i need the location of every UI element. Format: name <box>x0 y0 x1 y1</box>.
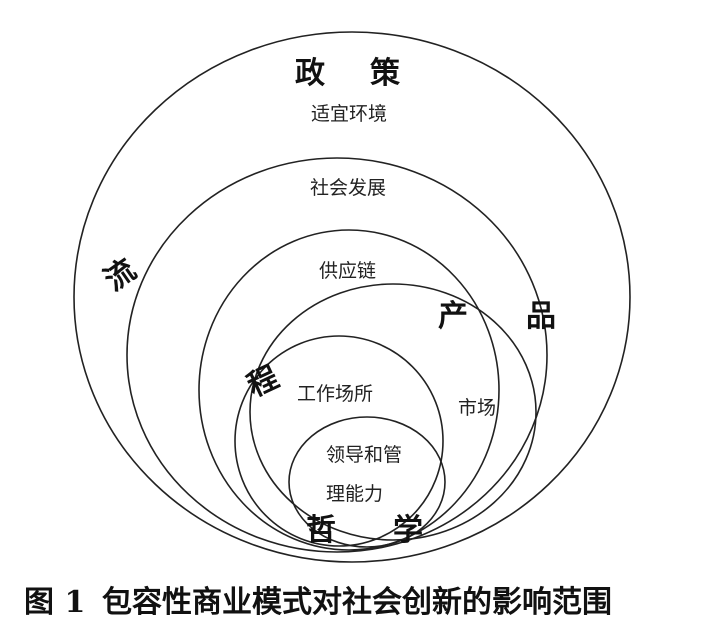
label-policy-b: 策 <box>370 56 400 91</box>
circle-workplace <box>234 335 444 547</box>
label-process-outer: 流 <box>98 252 143 298</box>
label-leadership-line1: 领导和管 <box>326 444 402 466</box>
circle-leadership <box>288 416 446 548</box>
label-suitable-environment: 适宜环境 <box>311 103 387 125</box>
figure-caption-number: 图 1 <box>24 585 85 620</box>
label-policy-a: 政 <box>295 56 325 91</box>
label-market: 市场 <box>458 397 496 419</box>
label-philosophy-b: 学 <box>393 513 423 548</box>
label-workplace: 工作场所 <box>297 383 373 405</box>
label-leadership-line2: 理能力 <box>326 483 383 505</box>
figure-caption-title: 包容性商业模式对社会创新的影响范围 <box>102 585 612 620</box>
circle-society <box>126 157 548 553</box>
label-social-development: 社会发展 <box>310 177 386 199</box>
label-supply-chain: 供应链 <box>319 260 376 282</box>
label-process-inner: 程 <box>242 360 284 404</box>
circle-supply-chain <box>198 229 500 551</box>
circle-market <box>249 283 537 541</box>
label-product-a: 产 <box>438 299 468 334</box>
label-philosophy-a: 哲 <box>306 513 336 548</box>
label-product-b: 品 <box>526 299 556 334</box>
circle-policy <box>73 31 631 563</box>
